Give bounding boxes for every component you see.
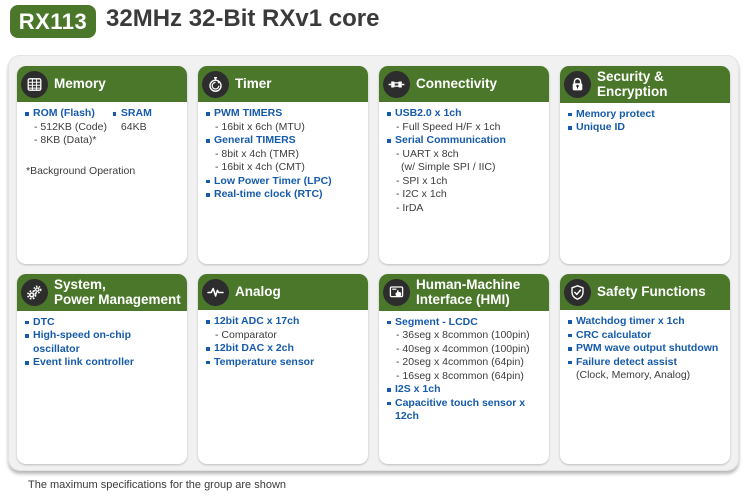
feature-panel: Memory ROM (Flash) - 512KB (Code) - 8KB … <box>8 55 739 471</box>
feature-subitem: - Comparator <box>215 328 277 341</box>
feature-item: Temperature sensor <box>204 356 361 370</box>
card-memory: Memory ROM (Flash) - 512KB (Code) - 8KB … <box>17 66 187 264</box>
card-security-header: Security & Encryption <box>560 66 730 103</box>
stopwatch-icon <box>202 70 229 98</box>
card-security: Security & Encryption Memory protect Uni… <box>560 66 730 264</box>
feature-subitem: - 40seg x 4common (100pin) <box>396 342 530 355</box>
feature-subitem: - Full Speed H/F x 1ch <box>396 120 501 133</box>
card-connectivity-header: Connectivity <box>379 66 549 102</box>
card-connectivity-title: Connectivity <box>416 76 498 92</box>
feature-subitem: - 8KB (Data)* <box>34 134 97 146</box>
card-hmi-body: Segment - LCDC - 36seg x 8common (100pin… <box>379 311 549 464</box>
card-system-power: System, Power Management DTC High-speed … <box>17 274 187 464</box>
gears-icon <box>21 278 48 306</box>
card-safety: Safety Functions Watchdog timer x 1ch CR… <box>560 274 730 464</box>
feature-subitem: (Clock, Memory, Analog) <box>576 369 691 381</box>
card-timer-title: Timer <box>235 76 272 92</box>
feature-item: I2S x 1ch <box>385 383 542 397</box>
shield-check-icon <box>564 278 591 306</box>
feature-item: DTC <box>23 316 180 330</box>
memory-sram-column: SRAM 64KB <box>111 107 180 148</box>
feature-item: Memory protect <box>566 108 723 122</box>
card-analog: Analog 12bit ADC x 17ch - Comparator 12b… <box>198 274 368 464</box>
card-safety-title: Safety Functions <box>597 284 706 300</box>
card-memory-header: Memory <box>17 66 187 102</box>
feature-item: Unique ID <box>566 121 723 135</box>
card-security-body: Memory protect Unique ID <box>560 103 730 264</box>
lock-icon <box>564 70 591 98</box>
feature-subitem: - SPI x 1ch <box>396 174 448 187</box>
feature-item: Serial Communication <box>385 134 542 148</box>
feature-item: 12bit DAC x 2ch <box>204 342 361 356</box>
feature-subitem: - I2C x 1ch <box>396 188 447 200</box>
plug-icon <box>383 70 410 98</box>
memory-footnote: *Background Operation <box>26 164 136 177</box>
feature-subitem: - 8bit x 4ch (TMR) <box>215 147 300 160</box>
card-memory-title: Memory <box>54 76 106 92</box>
memory-rom-column: ROM (Flash) - 512KB (Code) - 8KB (Data)* <box>23 107 111 148</box>
feature-item: PWM wave output shutdown <box>566 342 723 356</box>
page-title: 32MHz 32-Bit RXv1 core <box>106 5 380 32</box>
card-timer: Timer PWM TIMERS - 16bit x 6ch (MTU) Gen… <box>198 66 368 264</box>
feature-item: Capacitive touch sensor x 12ch <box>385 397 542 424</box>
card-hmi: Human-Machine Interface (HMI) Segment - … <box>379 274 549 464</box>
feature-item: PWM TIMERS <box>204 107 361 121</box>
feature-item: High-speed on-chip oscillator <box>23 329 180 356</box>
feature-item: SRAM <box>111 107 180 121</box>
memory-grid-icon <box>21 70 48 98</box>
memory-columns: ROM (Flash) - 512KB (Code) - 8KB (Data)*… <box>23 107 180 148</box>
feature-subitem: (w/ Simple SPI / IIC) <box>401 161 496 173</box>
waveform-icon <box>202 278 229 306</box>
card-memory-body: ROM (Flash) - 512KB (Code) - 8KB (Data)*… <box>17 102 187 264</box>
card-analog-body: 12bit ADC x 17ch - Comparator 12bit DAC … <box>198 310 368 464</box>
feature-item: General TIMERS <box>204 134 361 148</box>
card-security-title: Security & Encryption <box>597 69 668 100</box>
card-connectivity-body: USB2.0 x 1ch - Full Speed H/F x 1ch Seri… <box>379 102 549 264</box>
feature-item: 12bit ADC x 17ch <box>204 315 361 329</box>
feature-subitem: 64KB <box>120 120 147 133</box>
feature-item: Low Power Timer (LPC) <box>204 175 361 189</box>
feature-subitem: - 36seg x 8common (100pin) <box>396 329 530 342</box>
feature-item: CRC calculator <box>566 329 723 343</box>
product-badge: RX113 <box>10 5 96 38</box>
touch-screen-icon <box>383 278 410 306</box>
feature-subitem: - 20seg x 4common (64pin) <box>396 356 524 369</box>
feature-subitem: - 16seg x 8common (64pin) <box>396 369 524 382</box>
feature-item: Watchdog timer x 1ch <box>566 315 723 329</box>
card-system-power-header: System, Power Management <box>17 274 187 311</box>
card-system-power-title: System, Power Management <box>54 277 181 308</box>
feature-subitem: - 16bit x 6ch (MTU) <box>215 120 305 133</box>
card-analog-header: Analog <box>198 274 368 310</box>
feature-item: Real-time clock (RTC) <box>204 188 361 202</box>
card-timer-body: PWM TIMERS - 16bit x 6ch (MTU) General T… <box>198 102 368 264</box>
card-analog-title: Analog <box>235 284 281 300</box>
card-safety-header: Safety Functions <box>560 274 730 310</box>
card-safety-body: Watchdog timer x 1ch CRC calculator PWM … <box>560 310 730 464</box>
card-connectivity: Connectivity USB2.0 x 1ch - Full Speed H… <box>379 66 549 264</box>
card-system-power-body: DTC High-speed on-chip oscillator Event … <box>17 311 187 464</box>
footer-note: The maximum specifications for the group… <box>28 479 287 491</box>
feature-item: USB2.0 x 1ch <box>385 107 542 121</box>
card-timer-header: Timer <box>198 66 368 102</box>
feature-item: Segment - LCDC <box>385 316 542 330</box>
feature-item: Failure detect assist <box>566 356 723 370</box>
card-hmi-title: Human-Machine Interface (HMI) <box>416 277 521 308</box>
feature-item: Event link controller <box>23 356 180 370</box>
feature-subitem: - 16bit x 4ch (CMT) <box>215 161 305 173</box>
feature-subitem: - UART x 8ch <box>396 147 459 160</box>
feature-item: ROM (Flash) <box>23 107 111 121</box>
card-hmi-header: Human-Machine Interface (HMI) <box>379 274 549 311</box>
feature-subitem: - IrDA <box>396 201 424 214</box>
feature-subitem: - 512KB (Code) <box>34 120 107 133</box>
